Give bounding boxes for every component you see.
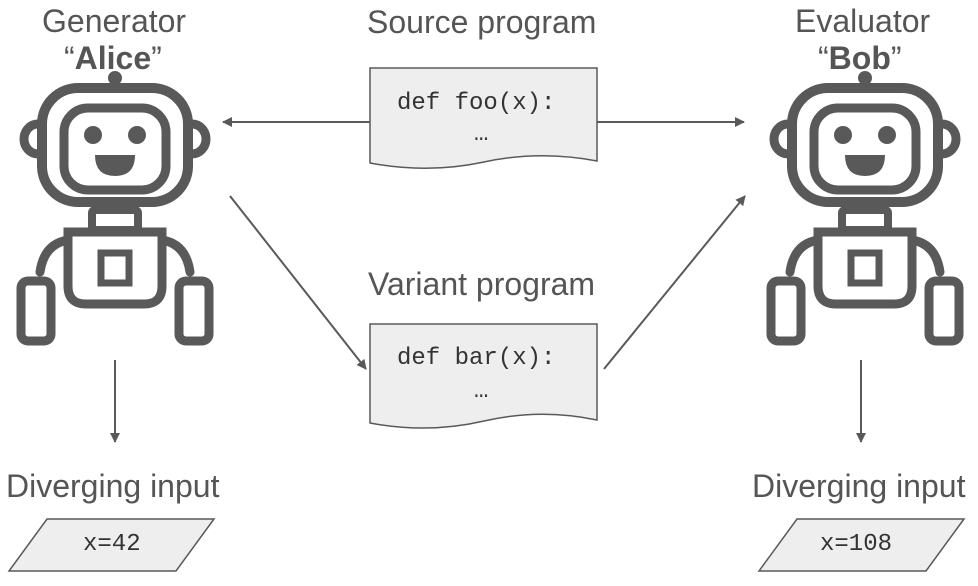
evaluator-role-label: Evaluator [795, 3, 931, 39]
generator-robot-icon [21, 71, 209, 341]
evaluator-robot-icon [771, 71, 959, 341]
evaluator-close-quote: ” [890, 40, 902, 76]
right-output-label: Diverging input [752, 468, 966, 504]
variant-code-line-1: def bar(x): [397, 345, 556, 372]
source-code-line-1: def foo(x): [397, 90, 556, 117]
source-code-line-2: … [474, 121, 489, 148]
arrow-variant-to-evaluator [603, 195, 746, 370]
generator-close-quote: ” [151, 40, 162, 76]
left-output-label: Diverging input [6, 468, 220, 504]
right-output-value: x=108 [820, 531, 893, 558]
generator-open-quote: “ [64, 40, 75, 76]
variant-code-line-2: … [474, 378, 489, 405]
variant-program-document [369, 323, 598, 429]
generator-name: Alice [74, 40, 152, 76]
source-program-document [369, 67, 598, 169]
source-program-title: Source program [367, 4, 597, 40]
evaluator-name-label: “Bob” [818, 42, 902, 74]
left-output-value: x=42 [83, 531, 141, 558]
generator-name-label: “Alice” [64, 42, 162, 74]
evaluator-name: Bob [828, 40, 891, 76]
arrow-generator-to-variant [229, 195, 367, 370]
left-output-box [7, 518, 216, 572]
generator-role-label: Generator [42, 3, 187, 39]
evaluator-open-quote: “ [818, 40, 829, 76]
variant-program-title: Variant program [368, 266, 596, 302]
right-output-box [757, 518, 966, 572]
